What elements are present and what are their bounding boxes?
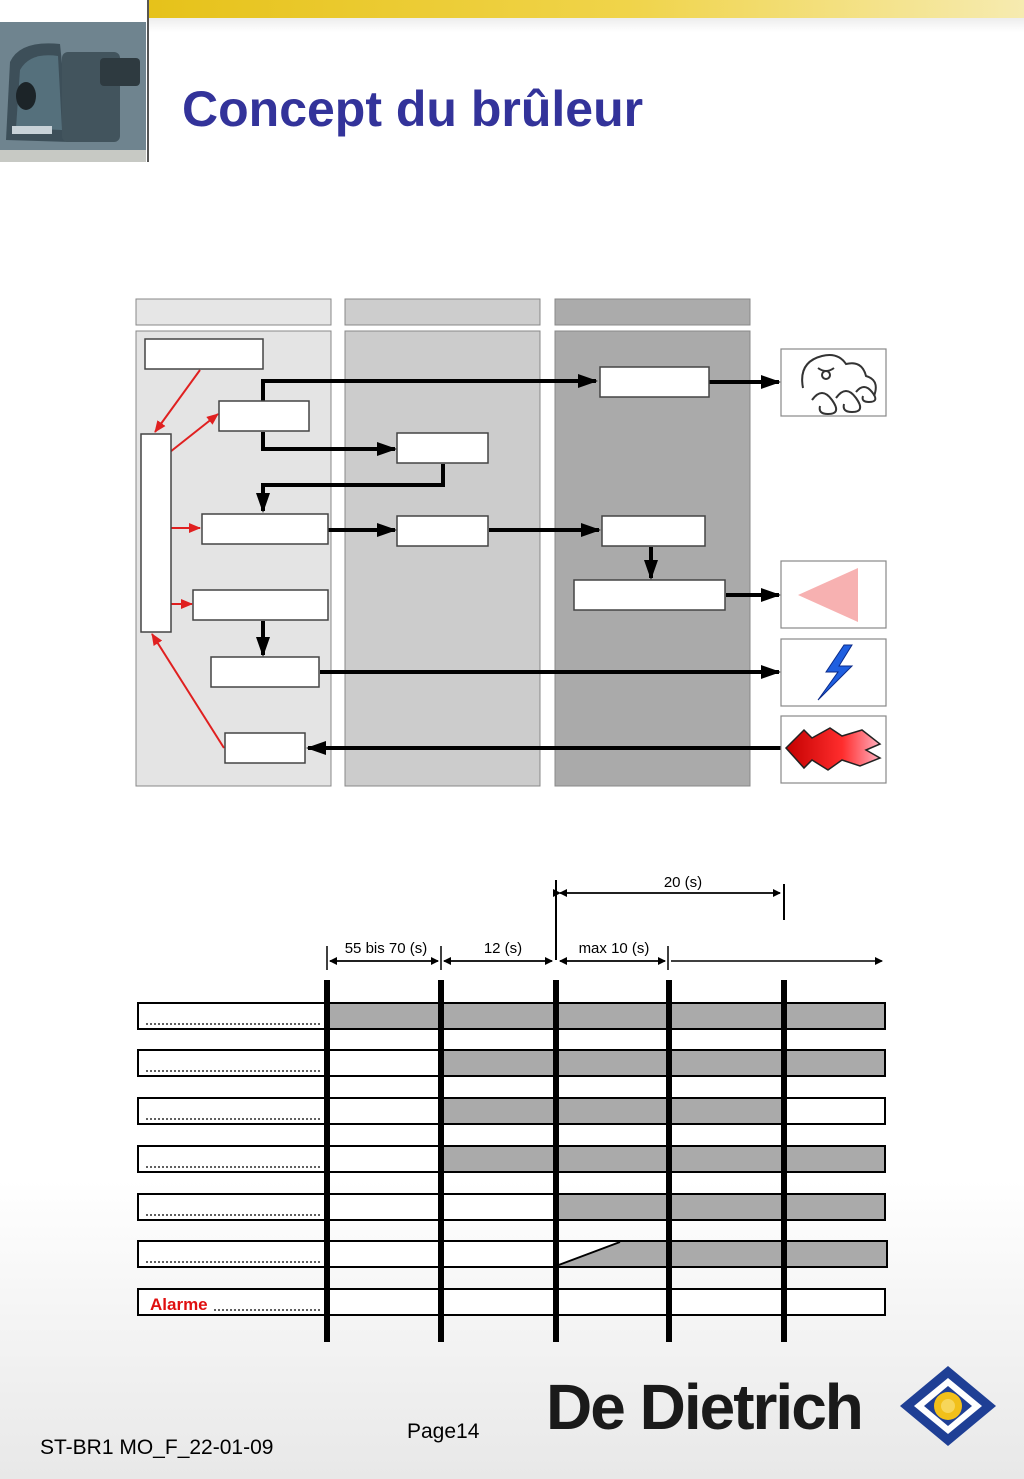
burner-photo	[0, 22, 146, 162]
box-ignition	[201, 513, 329, 545]
page-number: Page14	[407, 1420, 480, 1443]
signal-active-5	[556, 1195, 884, 1219]
signal-active-4	[442, 1147, 884, 1171]
timing-row-label-6	[137, 1240, 329, 1268]
box-safety-time	[601, 515, 706, 547]
box-heat-request	[144, 338, 264, 370]
flame-icon	[780, 715, 887, 784]
box-prepurge	[396, 432, 489, 464]
column-header-1	[135, 298, 332, 326]
control-arrows	[151, 369, 225, 749]
box-fan-output	[599, 366, 710, 398]
interval-label-2: 12 (s)	[484, 940, 522, 957]
column-header-2	[344, 298, 541, 326]
signal-active-6	[556, 1242, 886, 1266]
accent-bar	[148, 0, 1024, 18]
timing-row-label-3	[137, 1097, 329, 1125]
page-title: Concept du brûleur	[182, 81, 644, 137]
interval-label-1: 55 bis 70 (s)	[345, 940, 428, 957]
timing-row-label-4	[137, 1145, 329, 1173]
alarm-label: Alarme	[150, 1295, 208, 1314]
column-header-3	[554, 298, 751, 326]
flow-arrows	[256, 374, 781, 755]
function-boxes	[140, 338, 726, 764]
header-divider	[147, 0, 149, 162]
ignition-spark-icon	[780, 638, 887, 707]
column-panel-2	[344, 330, 541, 787]
brand-diamond-logo	[900, 1366, 996, 1446]
timing-row-label-2	[137, 1049, 329, 1077]
box-ignition-delay	[396, 515, 489, 547]
timing-chart: 20 (s) 55 bis 70 (s) 12 (s) max 10 (s) A…	[137, 874, 888, 1342]
box-flame-detect	[224, 732, 306, 764]
timing-row-label-1	[137, 1002, 329, 1030]
signal-row-7	[327, 1288, 886, 1316]
box-monitoring	[192, 589, 329, 621]
motor-wind-icon	[780, 348, 887, 417]
timing-row-label-5	[137, 1193, 329, 1221]
signal-active-1	[329, 1004, 884, 1028]
box-control-unit	[140, 433, 172, 633]
document-code: ST-BR1 MO_F_22-01-09	[40, 1436, 274, 1459]
accent-bar-shadow	[148, 18, 1024, 32]
signal-active-3	[442, 1099, 784, 1123]
box-motor-start	[218, 400, 310, 432]
signal-active-2	[442, 1051, 884, 1075]
valve-triangle-icon	[780, 560, 887, 629]
box-spark	[210, 656, 320, 688]
box-valve-open	[573, 579, 726, 611]
total-duration-label: 20 (s)	[664, 874, 702, 891]
brand-logo-text: De Dietrich	[546, 1371, 864, 1443]
interval-label-3: max 10 (s)	[579, 940, 650, 957]
